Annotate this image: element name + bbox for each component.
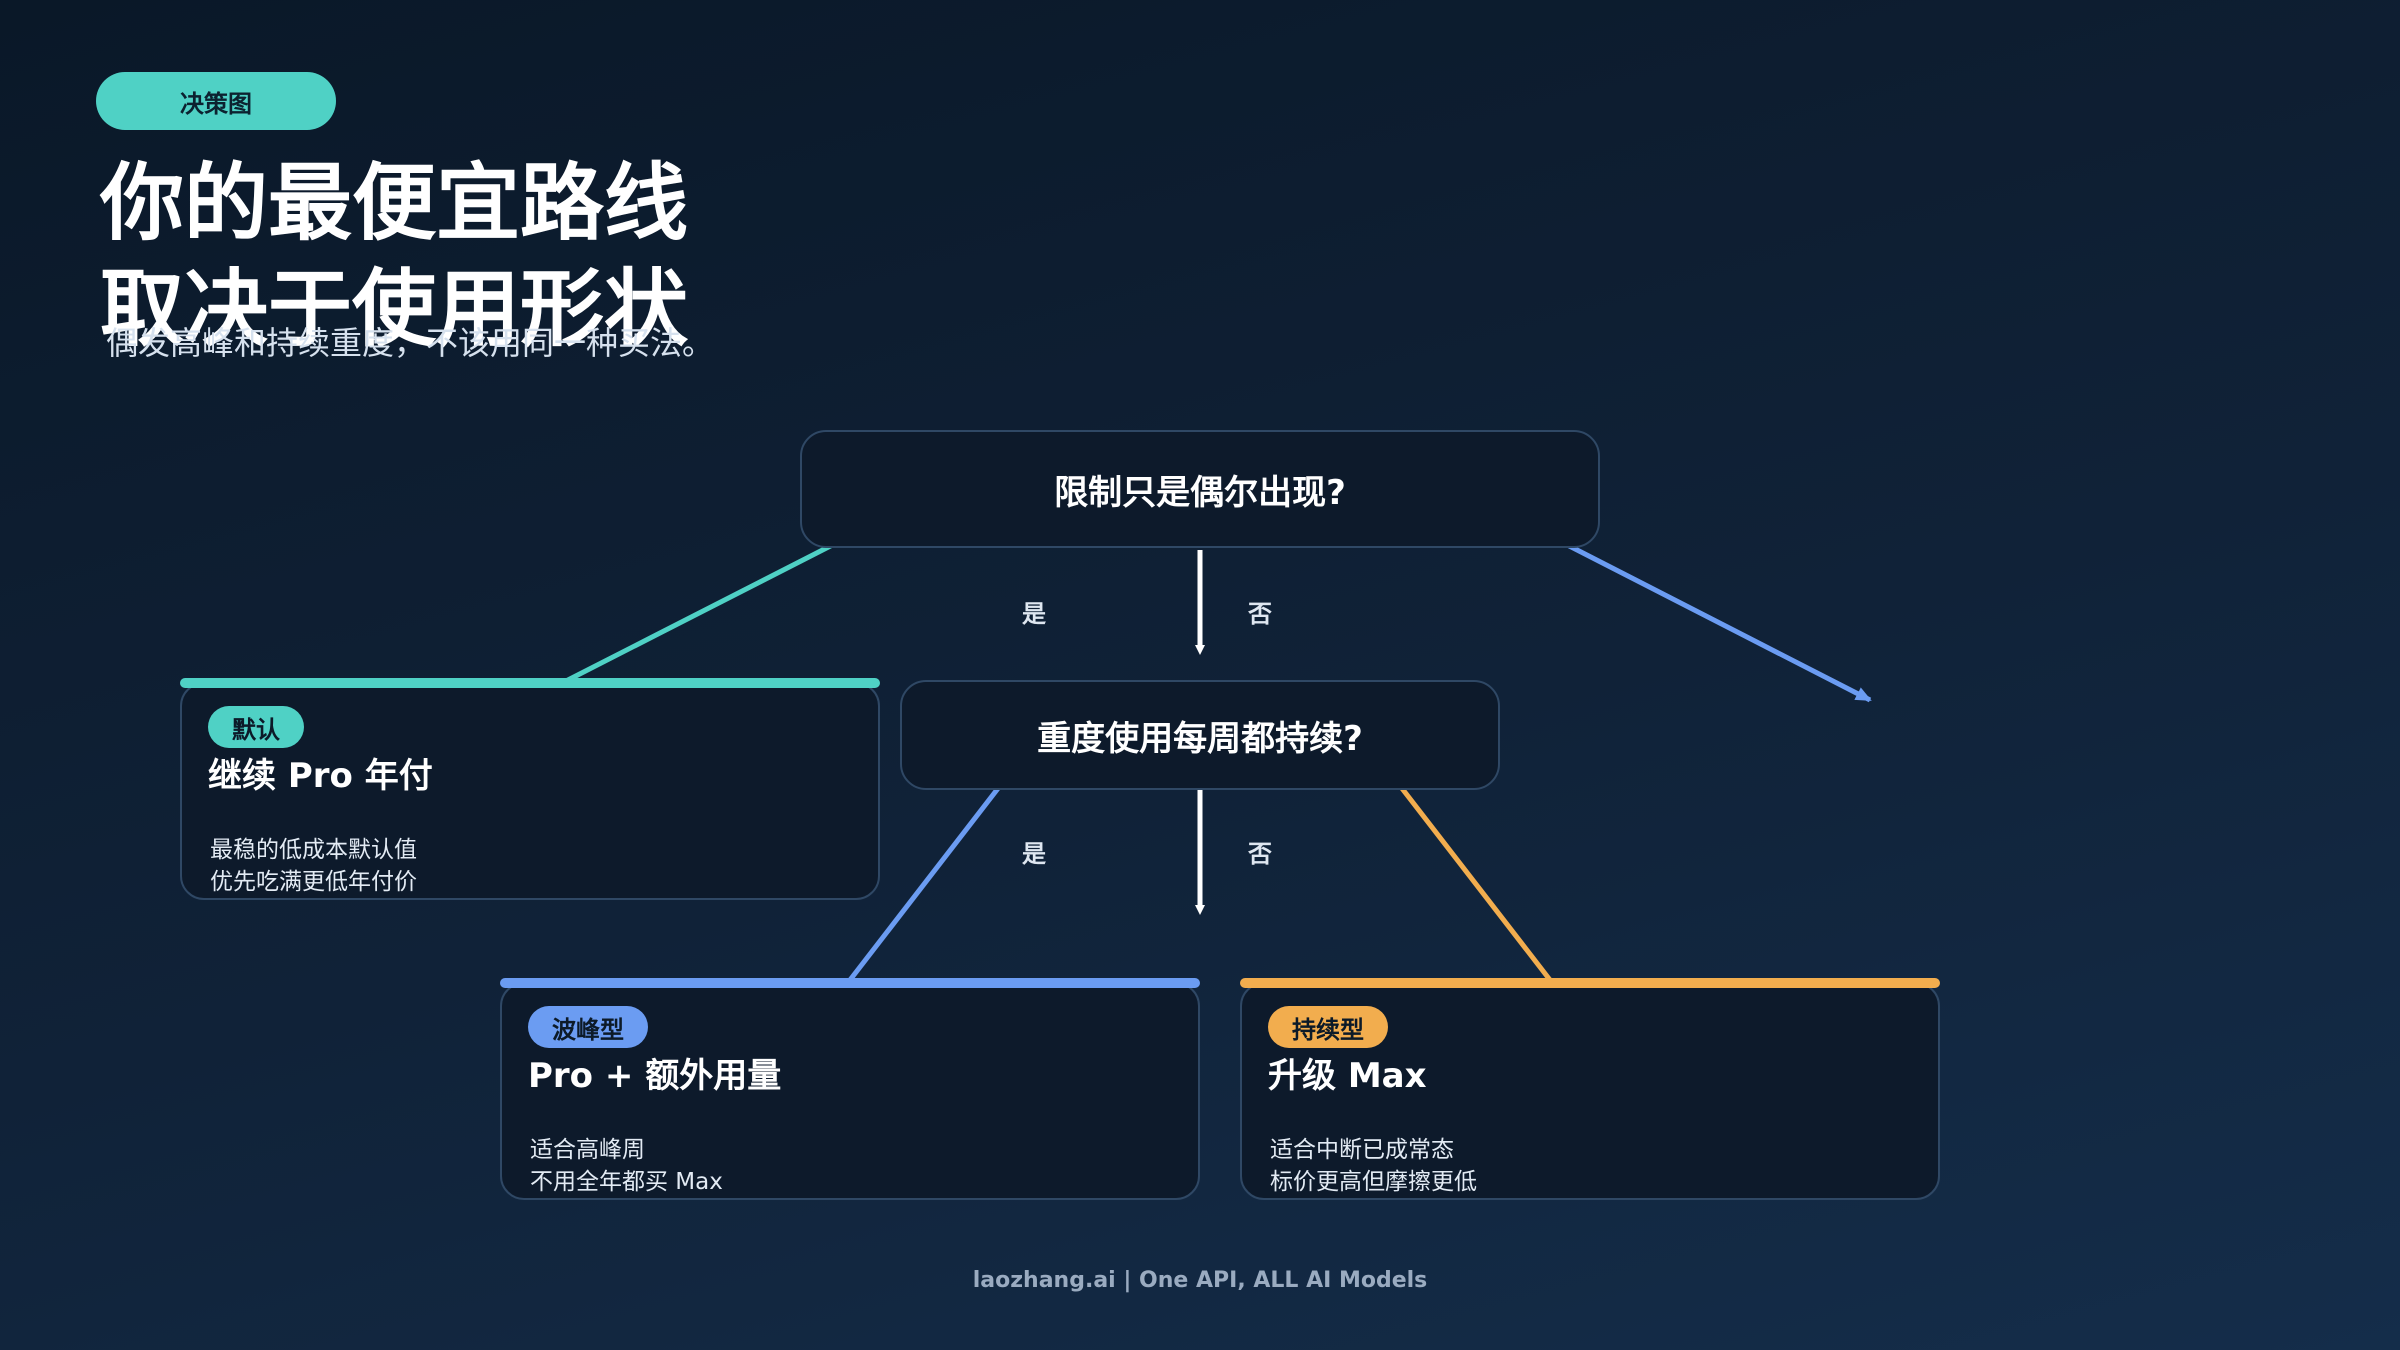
card-sustained: 持续型 升级 Max 适合中断已成常态 标价更高但摩擦更低 bbox=[1240, 978, 1940, 1200]
card-accent-bar bbox=[500, 978, 1200, 988]
title-line-2: 取决于使用形状 bbox=[100, 260, 689, 358]
badge-burst: 波峰型 bbox=[528, 1006, 648, 1048]
card-title-sustained: 升级 Max bbox=[1268, 1056, 1427, 1096]
card-default: 默认 继续 Pro 年付 最稳的低成本默认值 优先吃满更低年付价 bbox=[180, 678, 880, 900]
q2-yes-label: 是 bbox=[1022, 840, 1046, 868]
q1-no-label: 否 bbox=[1248, 600, 1272, 628]
card-description-line: 适合高峰周 bbox=[530, 1137, 645, 1163]
footer-brand: laozhang.ai | One API, ALL AI Models bbox=[972, 1268, 1428, 1293]
card-description-line: 优先吃满更低年付价 bbox=[210, 869, 417, 895]
card-title-default: 继续 Pro 年付 bbox=[208, 756, 433, 796]
card-description-line: 适合中断已成常态 bbox=[1270, 1137, 1454, 1163]
badge-sustained: 持续型 bbox=[1268, 1006, 1388, 1048]
question-box-sustained-heavy-use: 重度使用每周都持续? bbox=[900, 680, 1500, 790]
card-accent-bar bbox=[1240, 978, 1940, 988]
card-burst: 波峰型 Pro + 额外用量 适合高峰周 不用全年都买 Max bbox=[500, 978, 1200, 1200]
card-description-line: 不用全年都买 Max bbox=[530, 1169, 723, 1195]
card-accent-bar bbox=[180, 678, 880, 688]
card-description-line: 最稳的低成本默认值 bbox=[210, 837, 417, 863]
page-subtitle: 偶发高峰和持续重度，不该用同一种买法。 bbox=[106, 324, 715, 362]
q2-no-label: 否 bbox=[1248, 840, 1272, 868]
card-title-burst: Pro + 额外用量 bbox=[528, 1056, 782, 1096]
category-tag: 决策图 bbox=[96, 72, 336, 130]
question-box-occasional-limit: 限制只是偶尔出现? bbox=[800, 430, 1600, 548]
badge-default: 默认 bbox=[208, 706, 304, 748]
card-description-line: 标价更高但摩擦更低 bbox=[1270, 1169, 1477, 1195]
page-title: 你的最便宜路线 取决于使用形状 bbox=[100, 150, 688, 362]
title-line-1: 你的最便宜路线 bbox=[100, 154, 689, 252]
q1-yes-label: 是 bbox=[1022, 600, 1046, 628]
